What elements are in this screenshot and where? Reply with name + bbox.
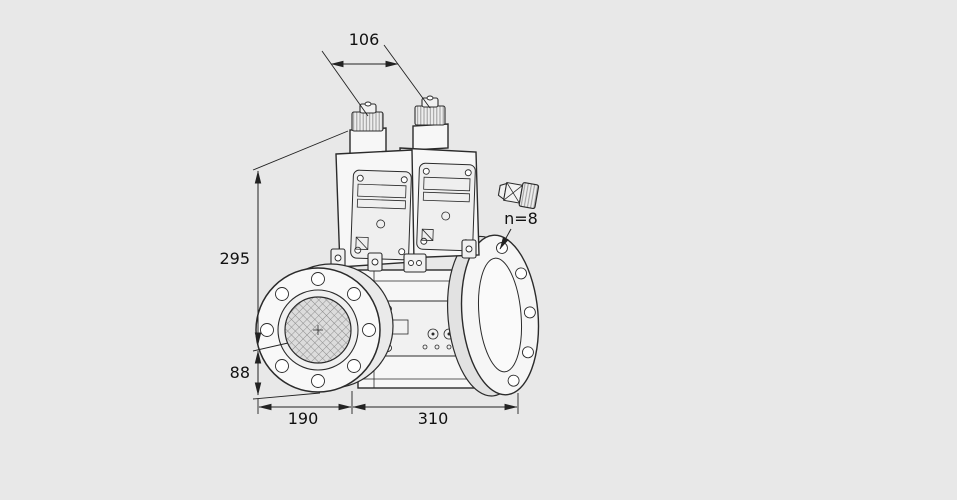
dimension-190-label: 190 bbox=[288, 409, 319, 428]
junction-block bbox=[403, 253, 427, 273]
left-flange bbox=[255, 263, 394, 393]
actuator-faceplate-left bbox=[350, 169, 412, 261]
center-mark bbox=[313, 325, 323, 335]
right-flange bbox=[446, 234, 540, 397]
dimension-310: 310 bbox=[352, 403, 518, 428]
dimension-190: 190 bbox=[258, 403, 352, 428]
actuator-faceplate-right bbox=[416, 162, 476, 252]
dimension-88: 88 bbox=[230, 342, 289, 396]
dimension-310-label: 310 bbox=[418, 409, 449, 428]
knurled-cap-right bbox=[414, 105, 446, 126]
valve-assembly bbox=[255, 95, 540, 397]
dimensions: 106 295 88 190 310 n=8 bbox=[219, 30, 537, 428]
dimension-295: 295 bbox=[219, 130, 349, 346]
solenoid-actuator-left bbox=[330, 101, 415, 272]
dimension-88-label: 88 bbox=[230, 363, 250, 382]
bolt-hole-count-label: n=8 bbox=[504, 209, 538, 228]
solenoid-actuator-right bbox=[399, 95, 480, 259]
dimension-295-label: 295 bbox=[219, 249, 250, 268]
test-point-fitting bbox=[497, 181, 540, 210]
dimension-106-label: 106 bbox=[349, 30, 380, 49]
left-flange-bolt-holes bbox=[260, 272, 376, 388]
dimension-bolt-holes: n=8 bbox=[499, 209, 538, 250]
dimension-106: 106 bbox=[321, 30, 431, 117]
